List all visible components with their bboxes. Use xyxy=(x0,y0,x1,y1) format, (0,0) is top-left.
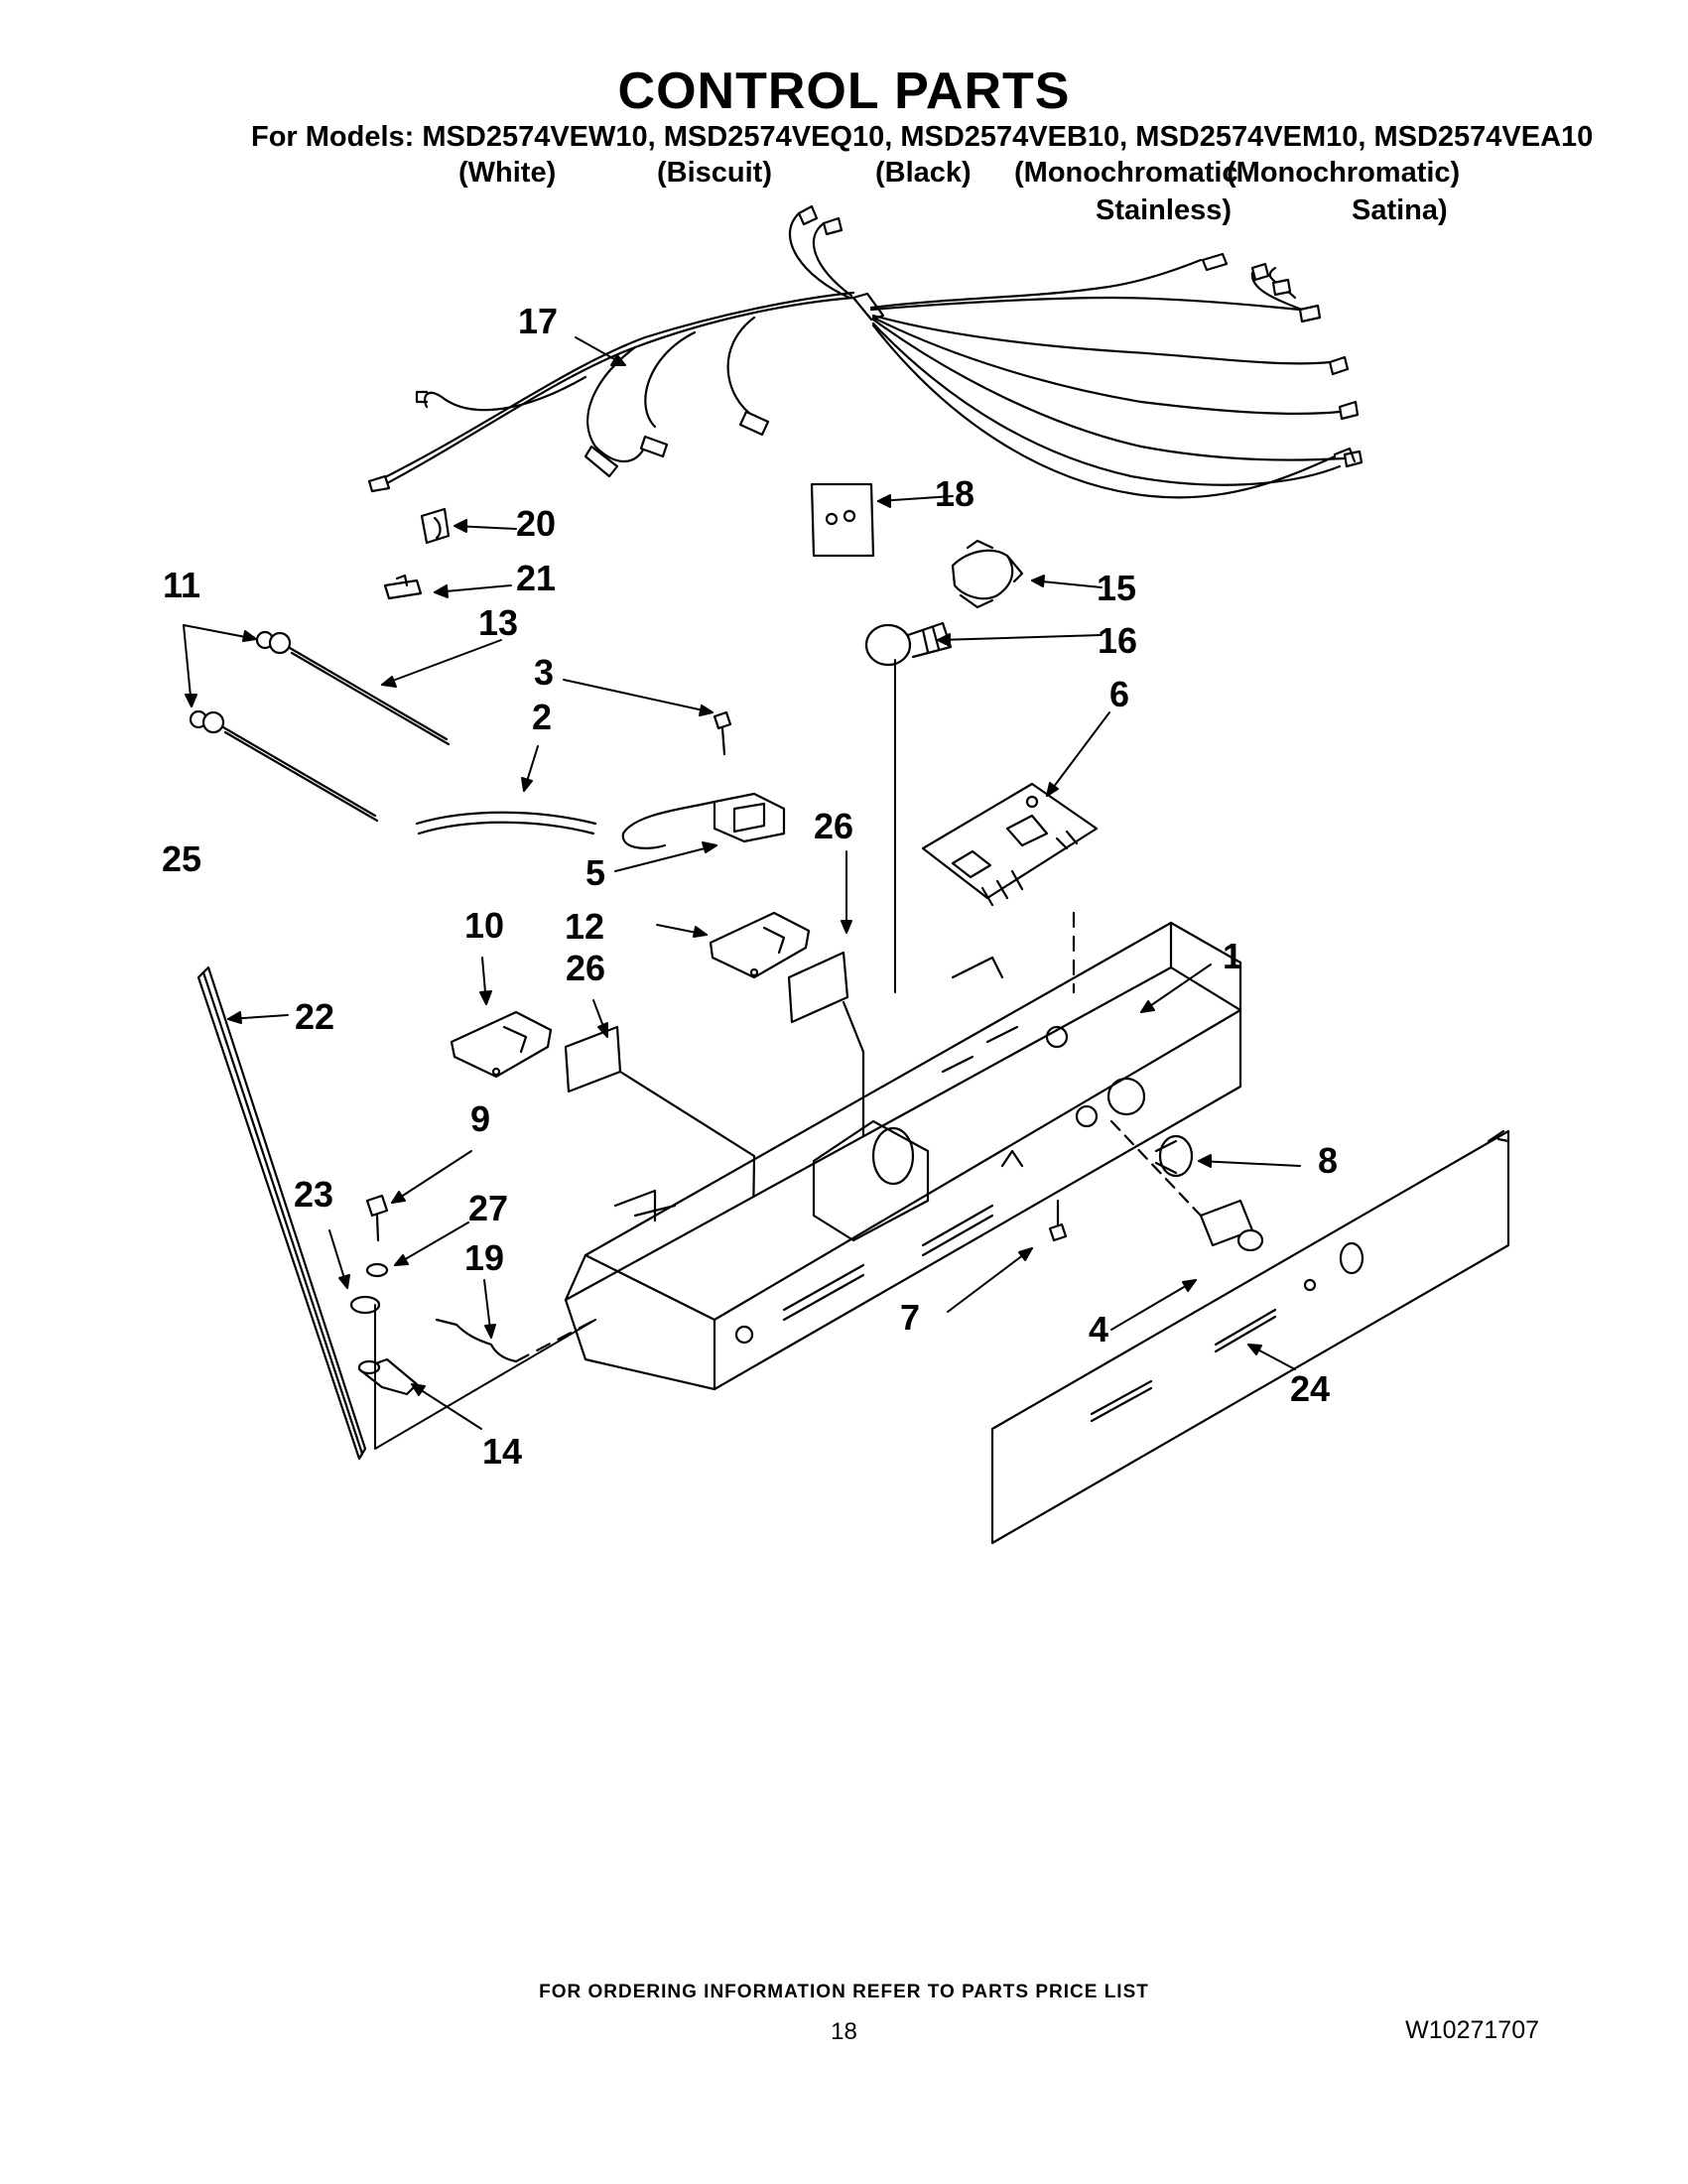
callout-3: 3 xyxy=(534,652,555,693)
leader-dashed-4 xyxy=(1109,1119,1203,1218)
callout-26-lower: 26 xyxy=(566,948,606,988)
variant-black: (Black) xyxy=(875,157,972,189)
models-line: For Models: MSD2574VEW10, MSD2574VEQ10, … xyxy=(251,121,1594,153)
callout-4: 4 xyxy=(1089,1309,1109,1349)
light-socket xyxy=(951,539,1024,609)
callout-27: 27 xyxy=(468,1188,509,1228)
callout-5: 5 xyxy=(585,852,606,893)
callout-20: 20 xyxy=(516,503,557,544)
ordering-note: FOR ORDERING INFORMATION REFER TO PARTS … xyxy=(539,1982,1149,2002)
callout-6: 6 xyxy=(1109,674,1130,714)
screw-9 xyxy=(365,1194,389,1242)
wiring-harness xyxy=(367,204,1363,499)
callout-9: 9 xyxy=(470,1098,491,1139)
callout-15: 15 xyxy=(1097,568,1137,608)
bracket-10 xyxy=(450,1010,553,1079)
bushings xyxy=(189,630,292,734)
clip-20 xyxy=(420,507,451,545)
callout-2: 2 xyxy=(532,697,553,737)
screw-7 xyxy=(1048,1199,1068,1242)
leader-lines xyxy=(183,336,1301,1430)
switch-5 xyxy=(621,792,786,849)
dashed-line-19 xyxy=(514,1318,597,1363)
switch-knob-4 xyxy=(1199,1199,1264,1252)
trim-strip-22 xyxy=(196,965,367,1461)
callout-8: 8 xyxy=(1318,1140,1339,1181)
spacer-23 xyxy=(349,1295,381,1315)
screw-3 xyxy=(713,710,732,756)
assembly-line-14 xyxy=(374,1304,596,1450)
control-housing xyxy=(564,921,1242,1391)
bracket-14 xyxy=(357,1357,419,1396)
callout-11: 11 xyxy=(163,565,201,605)
control-board xyxy=(921,782,1099,907)
callout-22: 22 xyxy=(295,996,335,1037)
bracket-12 xyxy=(709,911,811,979)
callout-13: 13 xyxy=(478,602,519,643)
variant-monochromatic-stainless-line2: Stainless) xyxy=(1096,194,1232,226)
rod-13 xyxy=(288,646,451,746)
callout-18: 18 xyxy=(935,473,975,514)
variant-monochromatic-satina: (Monochromatic) xyxy=(1227,157,1461,189)
callout-23: 23 xyxy=(294,1174,334,1215)
gasket-plate xyxy=(810,482,875,558)
variant-monochromatic-satina-line2: Satina) xyxy=(1352,194,1448,226)
callout-21: 21 xyxy=(516,558,557,598)
washer-27 xyxy=(365,1262,389,1278)
variant-monochromatic-stainless: (Monochromatic xyxy=(1014,157,1238,189)
callout-19: 19 xyxy=(464,1237,505,1278)
variant-white: (White) xyxy=(458,157,557,189)
clip-21 xyxy=(383,574,423,600)
document-number: W10271707 xyxy=(1405,2016,1539,2044)
tube-2 xyxy=(415,811,597,835)
callout-25: 25 xyxy=(162,838,202,879)
variant-biscuit: (Biscuit) xyxy=(657,157,772,189)
page-title: CONTROL PARTS xyxy=(617,63,1071,120)
callout-14: 14 xyxy=(482,1431,523,1472)
callout-24: 24 xyxy=(1290,1368,1331,1409)
trim-panel-24 xyxy=(990,1129,1510,1545)
callout-10: 10 xyxy=(464,905,505,946)
callout-16: 16 xyxy=(1098,620,1138,661)
callout-26-upper: 26 xyxy=(814,806,854,846)
page-number: 18 xyxy=(831,2018,857,2045)
light-bulb xyxy=(864,621,953,667)
callout-7: 7 xyxy=(900,1297,921,1338)
callout-12: 12 xyxy=(565,906,605,947)
rod-25 xyxy=(221,725,379,823)
knob-8 xyxy=(1154,1134,1194,1178)
spring-19 xyxy=(435,1318,518,1363)
callout-17: 17 xyxy=(518,301,559,341)
callout-1: 1 xyxy=(1223,936,1243,976)
